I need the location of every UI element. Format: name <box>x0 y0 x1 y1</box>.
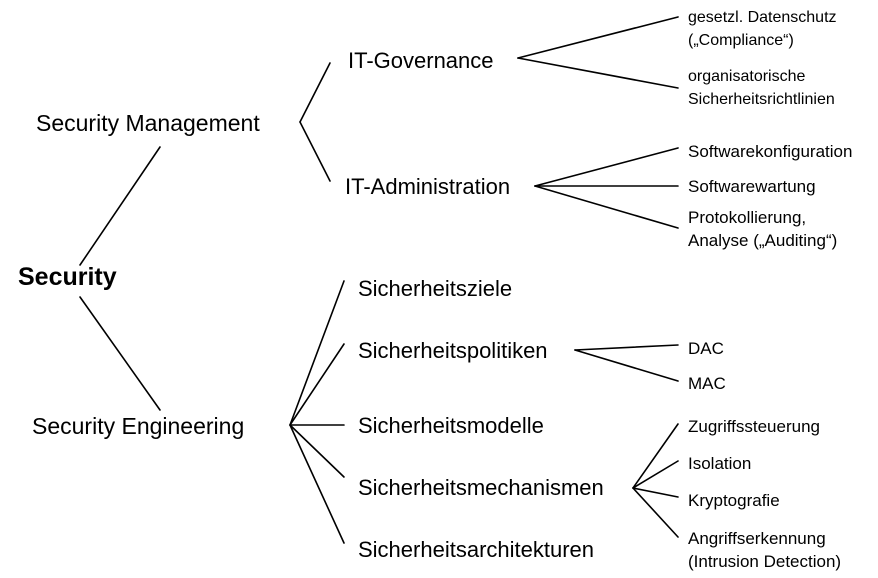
edge-sm-to-it-administration <box>299 121 331 182</box>
edge-itadmin-to-softwarekonfiguration <box>534 147 679 187</box>
edge-root-to-security-engineering <box>79 296 161 411</box>
node-it-governance: IT-Governance <box>348 48 494 73</box>
edge-sm-to-it-governance <box>299 62 331 123</box>
node-angriffserkennung-line2: (Intrusion Detection) <box>688 552 841 571</box>
node-protokollierung-line2: Analyse („Auditing“) <box>688 231 837 250</box>
node-softwarewartung: Softwarewartung <box>688 177 816 196</box>
node-compliance-line1: gesetzl. Datenschutz <box>688 9 837 26</box>
edges-security-engineering <box>289 280 345 544</box>
edge-itadmin-to-protokollierung <box>534 185 679 229</box>
node-security-engineering: Security Engineering <box>32 413 244 439</box>
node-dac: DAC <box>688 339 724 358</box>
node-sicherheitsmodelle: Sicherheitsmodelle <box>358 413 544 438</box>
node-mac: MAC <box>688 374 726 393</box>
edges-root <box>79 146 161 411</box>
edge-se-to-sicherheitsarchitekturen <box>289 424 345 544</box>
edges-it-administration <box>534 147 679 229</box>
edge-root-to-security-management <box>79 146 161 266</box>
edge-politiken-to-dac <box>574 344 679 351</box>
node-sicherheitsziele: Sicherheitsziele <box>358 276 512 301</box>
node-softwarekonfiguration: Softwarekonfiguration <box>688 142 852 161</box>
edges-security-management <box>299 62 331 182</box>
node-isolation: Isolation <box>688 454 751 473</box>
edges-it-governance <box>517 16 679 89</box>
edge-mechanismen-to-isolation <box>632 460 679 489</box>
node-zugriffssteuerung: Zugriffssteuerung <box>688 417 820 436</box>
edge-itgov-to-org-policies <box>517 57 679 89</box>
node-kryptografie: Kryptografie <box>688 491 780 510</box>
node-sicherheitspolitiken: Sicherheitspolitiken <box>358 338 548 363</box>
edge-mechanismen-to-angriffserkennung <box>632 487 679 538</box>
edge-se-to-sicherheitspolitiken <box>289 343 345 426</box>
node-angriffserkennung-line1: Angriffserkennung <box>688 529 826 548</box>
node-root-security: Security <box>18 263 117 291</box>
node-compliance-line2: („Compliance“) <box>688 32 794 49</box>
node-sicherheitsarchitekturen: Sicherheitsarchitekturen <box>358 537 594 562</box>
node-security-management: Security Management <box>36 110 260 136</box>
edge-mechanismen-to-zugriffssteuerung <box>632 423 679 489</box>
node-protokollierung-line1: Protokollierung, <box>688 208 806 227</box>
node-org-policies-line1: organisatorische <box>688 68 806 85</box>
edges-sicherheitspolitiken <box>574 344 679 382</box>
edge-politiken-to-mac <box>574 349 679 382</box>
edges-sicherheitsmechanismen <box>632 423 679 538</box>
node-sicherheitsmechanismen: Sicherheitsmechanismen <box>358 475 604 500</box>
edge-se-to-sicherheitsziele <box>289 280 345 426</box>
node-it-administration: IT-Administration <box>345 174 510 199</box>
edge-itgov-to-compliance <box>517 16 679 59</box>
edge-mechanismen-to-kryptografie <box>632 487 679 498</box>
edge-se-to-sicherheitsmechanismen <box>289 424 345 478</box>
node-org-policies-line2: Sicherheitsrichtlinien <box>688 91 835 108</box>
